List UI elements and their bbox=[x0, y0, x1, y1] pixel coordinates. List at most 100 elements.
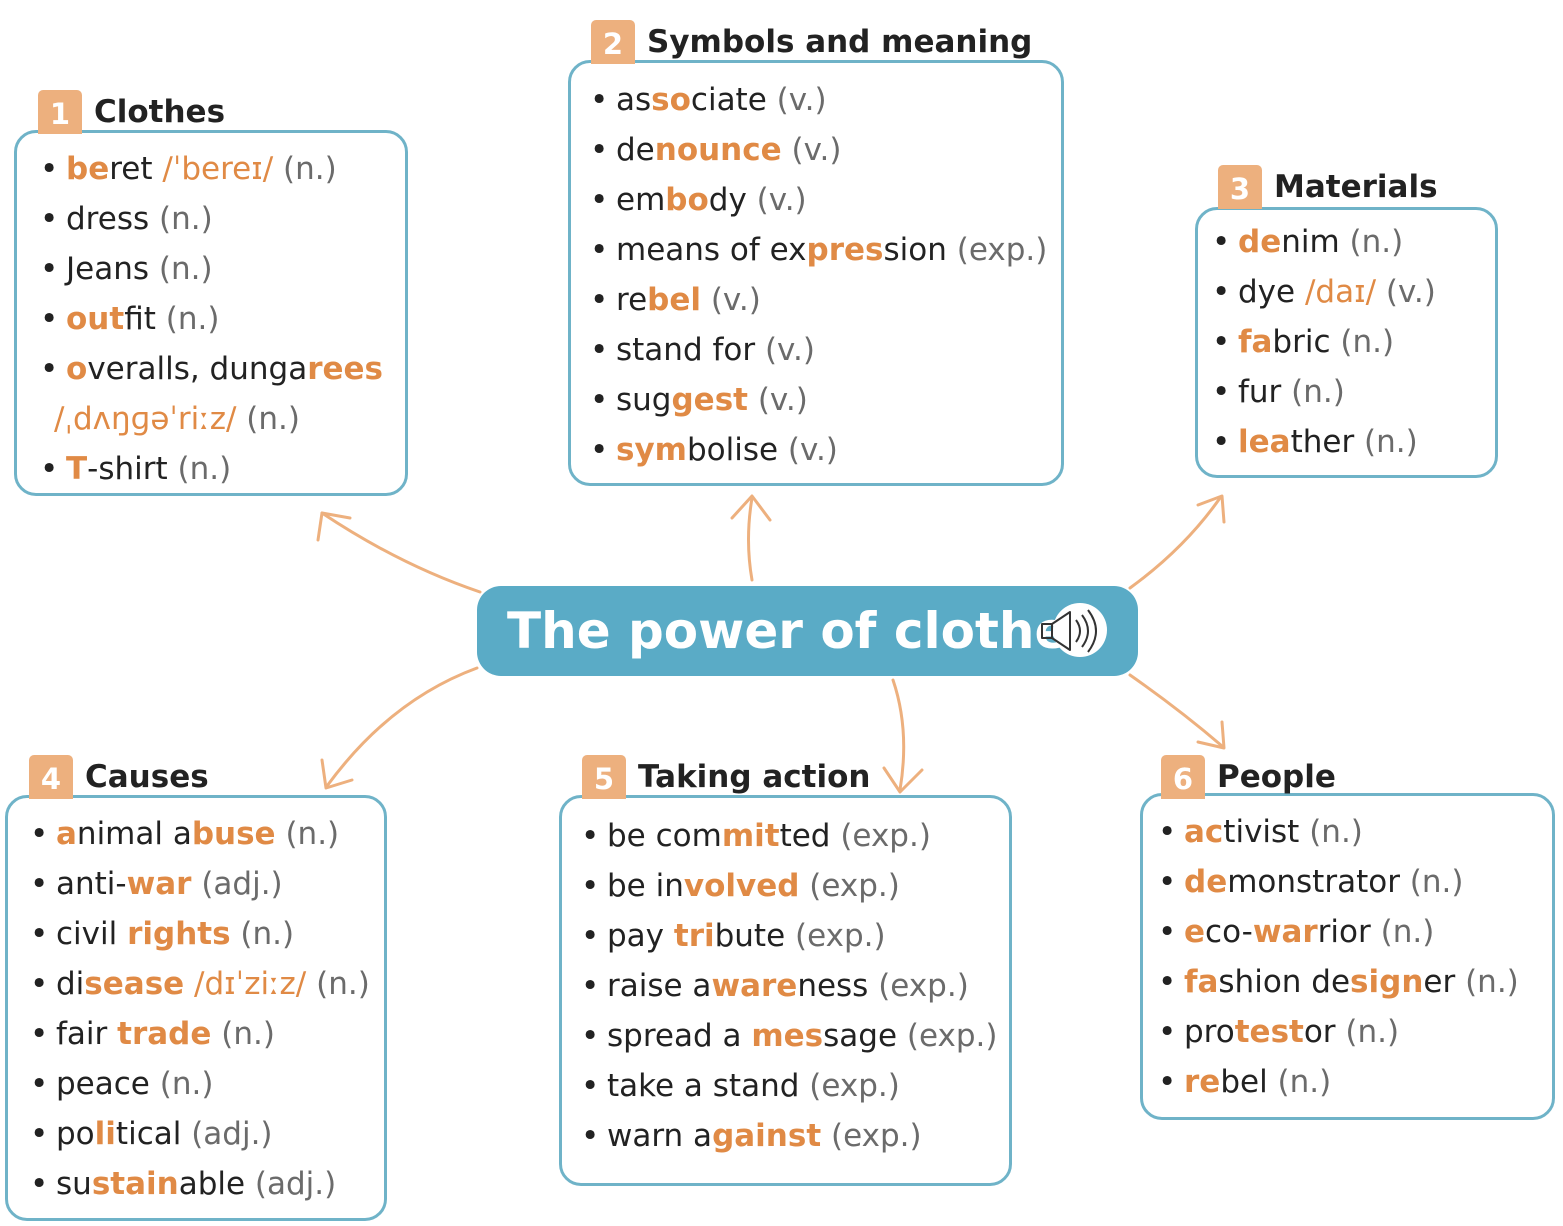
word-text: dy bbox=[708, 182, 747, 218]
word-text: raise a bbox=[607, 968, 712, 1004]
vocab-item: •denounce (v.) bbox=[590, 125, 1047, 175]
section-title: Symbols and meaning bbox=[647, 24, 1033, 60]
stressed-syllable: stain bbox=[91, 1166, 179, 1202]
stressed-syllable: tri bbox=[673, 918, 715, 954]
vocab-item: •fur (n.) bbox=[1212, 367, 1436, 417]
vocab-item: •beret /ˈbereɪ/ (n.) bbox=[40, 144, 383, 194]
section-box-symbols bbox=[568, 60, 1064, 486]
section-header-materials: 3 Materials bbox=[1218, 165, 1438, 209]
word-text: co- bbox=[1205, 914, 1253, 950]
bullet: • bbox=[590, 182, 609, 218]
stressed-syllable: buse bbox=[191, 816, 276, 852]
part-of-speech: (n.) bbox=[1339, 224, 1404, 260]
word-text: be in bbox=[607, 868, 684, 904]
part-of-speech: (n.) bbox=[149, 251, 213, 287]
part-of-speech: (n.) bbox=[316, 966, 370, 1002]
stressed-syllable: rees bbox=[307, 351, 384, 387]
vocab-item: •sustainable (adj.) bbox=[30, 1159, 370, 1209]
bullet: • bbox=[1212, 324, 1231, 360]
word-text: monstrator bbox=[1227, 864, 1400, 900]
section-box-taking-action bbox=[559, 795, 1012, 1186]
section-title: People bbox=[1217, 759, 1336, 795]
vocab-item: •eco-warrior (n.) bbox=[1158, 907, 1519, 957]
arrowhead-materials bbox=[1196, 494, 1226, 524]
word-text: fair bbox=[56, 1016, 118, 1052]
stressed-syllable: ware bbox=[711, 968, 798, 1004]
word-text: ciate bbox=[690, 82, 767, 118]
part-of-speech: (exp.) bbox=[799, 868, 900, 904]
arrow-to-causes bbox=[325, 666, 479, 788]
stressed-syllable: sign bbox=[1350, 964, 1424, 1000]
stressed-syllable: fa bbox=[1238, 324, 1273, 360]
word-text: sage bbox=[823, 1018, 898, 1054]
part-of-speech: (n.) bbox=[230, 916, 295, 952]
word-text: anti- bbox=[56, 866, 127, 902]
stressed-syllable: mes bbox=[751, 1018, 824, 1054]
word-text: bolise bbox=[686, 432, 779, 468]
section-number-badge: 5 bbox=[582, 755, 626, 799]
stressed-syllable: li bbox=[94, 1116, 116, 1152]
section-title: Materials bbox=[1274, 169, 1438, 205]
word-text: bute bbox=[714, 918, 786, 954]
bullet: • bbox=[1212, 424, 1231, 460]
arrowhead-symbols bbox=[730, 494, 772, 522]
word-text: fit bbox=[124, 301, 156, 337]
word-text: pay bbox=[607, 918, 674, 954]
bullet: • bbox=[1158, 814, 1177, 850]
part-of-speech: (adj.) bbox=[181, 1116, 273, 1152]
vocab-item: •dress (n.) bbox=[40, 194, 383, 244]
phonetic-transcription: /daɪ/ bbox=[1304, 274, 1386, 310]
vocab-item: •warn against (exp.) bbox=[581, 1111, 997, 1161]
vocab-item: •symbolise (v.) bbox=[590, 425, 1047, 475]
vocab-item: •Jeans (n.) bbox=[40, 244, 383, 294]
word-text: ness bbox=[797, 968, 869, 1004]
part-of-speech: (exp.) bbox=[946, 232, 1048, 268]
part-of-speech: (n.) bbox=[167, 451, 232, 487]
phonetic-transcription: /dɪˈziːz/ bbox=[184, 966, 317, 1002]
bullet: • bbox=[1158, 1064, 1177, 1100]
bullet: • bbox=[590, 82, 609, 118]
vocab-item: •fashion designer (n.) bbox=[1158, 957, 1519, 1007]
stressed-syllable: rights bbox=[127, 916, 231, 952]
vocab-item: •demonstrator (n.) bbox=[1158, 857, 1519, 907]
word-text: di bbox=[56, 966, 85, 1002]
part-of-speech: (n.) bbox=[1267, 1064, 1332, 1100]
section-header-people: 6 People bbox=[1161, 755, 1336, 799]
vocab-item: •fabric (n.) bbox=[1212, 317, 1436, 367]
word-text: able bbox=[178, 1166, 246, 1202]
part-of-speech: (n.) bbox=[149, 201, 213, 237]
word-text: warn a bbox=[607, 1118, 713, 1154]
speaker-icon[interactable] bbox=[1040, 598, 1112, 666]
bullet: • bbox=[30, 966, 49, 1002]
vocab-item: •denim (n.) bbox=[1212, 217, 1436, 267]
stressed-syllable: war bbox=[1252, 914, 1318, 950]
vocab-item: •spread a message (exp.) bbox=[581, 1011, 997, 1061]
vocab-item: •disease /dɪˈziːz/ (n.) bbox=[30, 959, 370, 1009]
word-text: take a stand bbox=[607, 1068, 800, 1104]
vocab-item: •leather (n.) bbox=[1212, 417, 1436, 467]
vocab-item: •T-shirt (n.) bbox=[40, 444, 383, 494]
bullet: • bbox=[1212, 374, 1231, 410]
word-text: de bbox=[616, 132, 655, 168]
stressed-syllable: trade bbox=[117, 1016, 212, 1052]
part-of-speech: (n.) bbox=[1399, 864, 1464, 900]
word-text: civil bbox=[56, 916, 128, 952]
word-text: dress bbox=[66, 201, 150, 237]
center-topic: The power of clothes bbox=[477, 586, 1138, 676]
word-text: or bbox=[1303, 1014, 1336, 1050]
bullet: • bbox=[30, 866, 49, 902]
arrowhead-clothes bbox=[316, 511, 352, 542]
bullet: • bbox=[590, 432, 609, 468]
word-text: means of ex bbox=[616, 232, 807, 268]
word-text: veralls, dunga bbox=[87, 351, 308, 387]
vocab-item: •protestor (n.) bbox=[1158, 1007, 1519, 1057]
bullet: • bbox=[40, 451, 59, 487]
bullet: • bbox=[581, 1018, 600, 1054]
word-text: er bbox=[1423, 964, 1456, 1000]
stressed-syllable: sease bbox=[84, 966, 185, 1002]
section-title: Taking action bbox=[638, 759, 871, 795]
part-of-speech: (n.) bbox=[1335, 1014, 1400, 1050]
word-text: bel bbox=[1220, 1064, 1268, 1100]
word-text: tivist bbox=[1223, 814, 1300, 850]
part-of-speech: (v.) bbox=[1385, 274, 1436, 310]
